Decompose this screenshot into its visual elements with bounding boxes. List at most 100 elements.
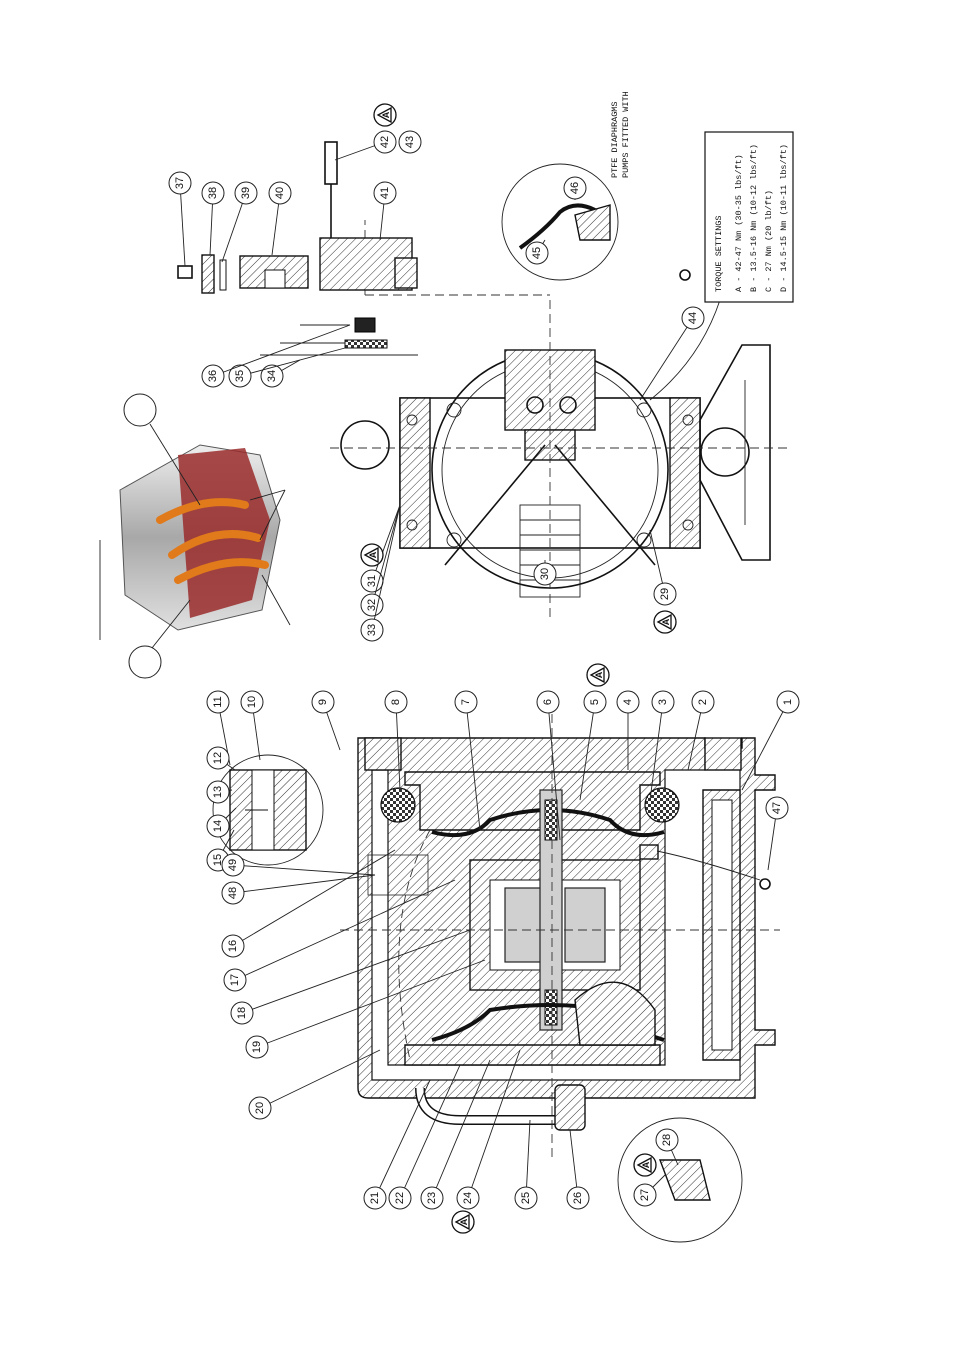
balloon-label-39: 39 — [240, 187, 252, 199]
ptfe-note-line2: PTFE DIAPHRAGMS — [610, 101, 620, 178]
balloon-33 — [360, 618, 384, 642]
leader-line-22 — [399, 1064, 461, 1199]
balloon-42 — [373, 130, 397, 154]
balloon-label-44: 44 — [687, 312, 699, 324]
balloon-32 — [360, 593, 384, 617]
torque-marker-label: A — [381, 111, 391, 118]
leader-line-16 — [232, 849, 396, 947]
balloon-26 — [566, 1186, 590, 1210]
leader-line-2 — [687, 701, 704, 771]
balloon-label-47: 47 — [771, 802, 783, 814]
torque-marker-triangle — [376, 106, 392, 124]
balloon-44 — [681, 306, 705, 330]
balloon-label-40: 40 — [274, 187, 286, 199]
balloon-label-19: 19 — [251, 1041, 263, 1053]
balloon-7 — [454, 690, 478, 714]
torque-row-c: C - 27 Nm (20 lb/ft) — [764, 190, 774, 292]
balloon-25 — [514, 1186, 538, 1210]
torque-settings-table: TORQUE SETTINGS A - 42-47 Nm (30-35 lbs/… — [704, 131, 794, 303]
ptfe-diaphragm-detail — [501, 163, 619, 281]
torque-marker-triangle — [636, 1156, 652, 1174]
leader-line-23 — [431, 1059, 491, 1199]
torque-marker-triangle — [656, 613, 672, 631]
balloon-36 — [201, 364, 225, 388]
leader-line-7 — [465, 701, 481, 831]
leader-line-39 — [221, 192, 247, 263]
leader-line-37 — [179, 182, 186, 267]
balloon-label-6: 6 — [542, 699, 554, 705]
leader-line-49 — [232, 864, 376, 876]
balloon-label-49: 49 — [227, 859, 239, 871]
balloon-label-37: 37 — [174, 177, 186, 189]
balloon-label-7: 7 — [460, 699, 472, 705]
leader-line-25 — [525, 1119, 531, 1199]
leader-line-1 — [741, 701, 789, 791]
balloon-5 — [583, 690, 607, 714]
leader-line-35 — [239, 347, 346, 377]
balloon-label-4: 4 — [622, 699, 634, 705]
balloon-label-3: 3 — [657, 699, 669, 705]
balloon-label-26: 26 — [572, 1192, 584, 1204]
leader-line-19 — [256, 959, 486, 1048]
balloon-label-36: 36 — [207, 370, 219, 382]
balloon-35 — [228, 364, 252, 388]
torque-marker-label: A — [641, 1161, 651, 1168]
balloon-34 — [260, 364, 284, 388]
ptfe-note: PUMPS FITTED WITH PTFE DIAPHRAGMS — [610, 91, 631, 178]
torque-row-a: A - 42-47 Nm (30-35 lbs/ft) — [734, 154, 744, 292]
leader-line-18 — [241, 929, 471, 1014]
balloon-13 — [206, 780, 230, 804]
leader-line-5 — [579, 701, 596, 801]
leader-line-8 — [395, 701, 401, 791]
balloon-19 — [245, 1035, 269, 1059]
torque-marker-label: A — [459, 1218, 469, 1225]
balloon-label-18: 18 — [236, 1007, 248, 1019]
balloon-2 — [691, 690, 715, 714]
seal-cartridge-render — [99, 393, 291, 679]
balloon-37 — [168, 171, 192, 195]
balloon-label-35: 35 — [234, 370, 246, 382]
end-view-assembly — [330, 220, 790, 620]
leader-line-3 — [649, 701, 664, 801]
balloon-1 — [776, 690, 800, 714]
balloon-48 — [221, 881, 245, 905]
balloon-label-14: 14 — [212, 820, 224, 832]
balloon-20 — [248, 1096, 272, 1120]
balloon-label-41: 41 — [379, 187, 391, 199]
main-cross-section — [212, 700, 780, 1243]
leader-line-33 — [371, 504, 401, 631]
balloon-46 — [563, 176, 587, 200]
torque-table-title: TORQUE SETTINGS — [714, 215, 724, 292]
balloon-label-30: 30 — [539, 568, 551, 580]
balloon-8 — [384, 690, 408, 714]
balloon-6 — [536, 690, 560, 714]
leader-line-48 — [232, 874, 376, 894]
exploded-parts — [177, 141, 418, 356]
balloon-43 — [398, 130, 422, 154]
balloon-label-21: 21 — [369, 1192, 381, 1204]
balloon-40 — [268, 181, 292, 205]
balloon-3 — [651, 690, 675, 714]
torque-marker-triangle — [363, 546, 379, 564]
balloon-label-29: 29 — [659, 588, 671, 600]
balloon-label-28: 28 — [661, 1134, 673, 1146]
balloon-label-32: 32 — [366, 599, 378, 611]
leader-line-17 — [234, 879, 456, 981]
balloon-label-48: 48 — [227, 887, 239, 899]
balloon-21 — [363, 1186, 387, 1210]
balloon-label-31: 31 — [366, 575, 378, 587]
balloon-45 — [525, 241, 549, 265]
balloon-label-17: 17 — [229, 974, 241, 986]
balloon-label-22: 22 — [394, 1192, 406, 1204]
balloon-label-16: 16 — [227, 940, 239, 952]
balloon-17 — [223, 968, 247, 992]
balloon-label-15: 15 — [212, 854, 224, 866]
balloon-label-12: 12 — [212, 752, 224, 764]
leader-line-24 — [467, 1049, 521, 1199]
balloon-label-11: 11 — [212, 696, 224, 707]
balloon-label-2: 2 — [697, 699, 709, 705]
balloon-12 — [206, 746, 230, 770]
